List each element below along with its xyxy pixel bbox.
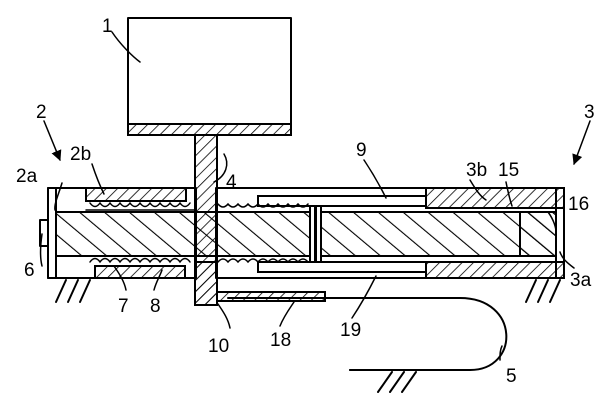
cable-5 bbox=[227, 297, 508, 371]
label-3: 3 bbox=[584, 102, 595, 123]
ground-bottom bbox=[349, 369, 421, 393]
label-2a: 2a bbox=[16, 166, 38, 187]
label-3b: 3b bbox=[466, 160, 487, 181]
reference-labels: 1 2 2a 2b 3 3a 3b 4 5 6 7 8 9 10 15 16 1… bbox=[16, 16, 595, 387]
central-shaft bbox=[39, 205, 557, 263]
label-19: 19 bbox=[340, 320, 361, 341]
label-7: 7 bbox=[118, 296, 129, 317]
label-4: 4 bbox=[226, 172, 237, 193]
label-18: 18 bbox=[270, 330, 291, 351]
label-8: 8 bbox=[150, 296, 161, 317]
label-16: 16 bbox=[568, 194, 589, 215]
label-1: 1 bbox=[102, 16, 113, 37]
label-2: 2 bbox=[36, 102, 47, 123]
label-5: 5 bbox=[506, 366, 517, 387]
housing-3 bbox=[215, 187, 565, 279]
label-6: 6 bbox=[24, 260, 35, 281]
label-2b: 2b bbox=[70, 144, 91, 165]
label-3a: 3a bbox=[570, 270, 592, 291]
component-1-box bbox=[127, 17, 292, 136]
label-9: 9 bbox=[356, 140, 367, 161]
ground-right bbox=[525, 279, 561, 303]
leader-lines bbox=[39, 31, 591, 361]
label-10: 10 bbox=[208, 336, 229, 357]
label-15: 15 bbox=[498, 160, 519, 181]
ground-left bbox=[55, 279, 91, 303]
housing-2 bbox=[47, 187, 197, 279]
flange-10 bbox=[194, 261, 326, 306]
